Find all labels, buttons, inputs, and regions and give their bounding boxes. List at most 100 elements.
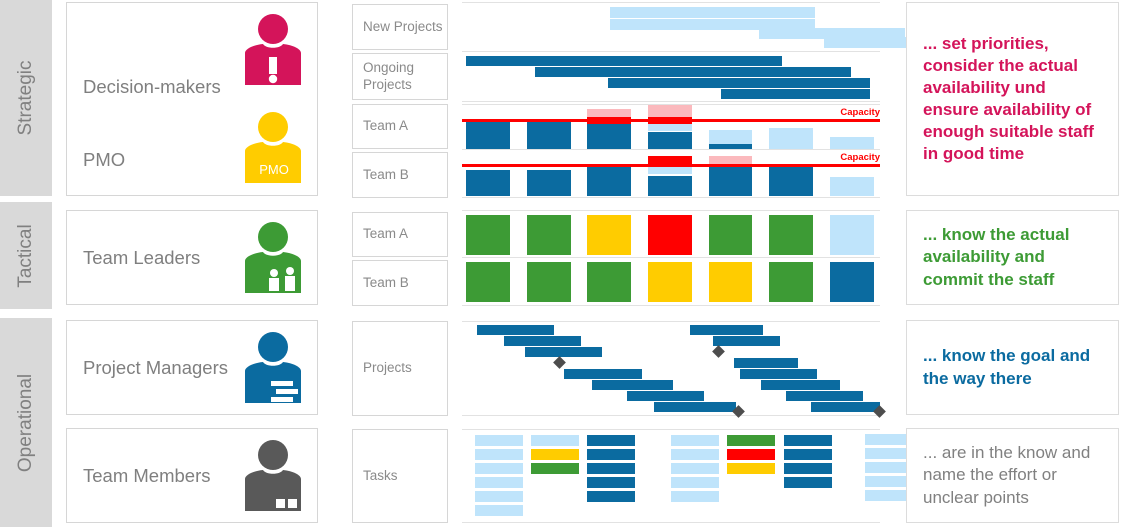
person-gantt-icon — [245, 331, 301, 403]
status-cell — [708, 262, 753, 302]
level-bar-strategic: Strategic — [0, 0, 52, 196]
capacity-committed-bar — [769, 166, 814, 196]
gantt-bar — [758, 28, 906, 39]
milestone-diamond — [711, 345, 725, 358]
rowlabel-team-a-status: Team A — [352, 212, 448, 257]
gantt-bar — [466, 56, 782, 66]
gantt-bar — [608, 78, 870, 88]
gantt-bar — [610, 7, 816, 18]
task-card[interactable] — [474, 463, 523, 474]
capacity-committed-bar — [648, 176, 692, 196]
task-card[interactable] — [671, 435, 720, 446]
capacity-line-label: Capacity — [840, 107, 880, 118]
level-label-strategic: Strategic — [15, 60, 36, 136]
task-card[interactable] — [587, 435, 636, 446]
capacity-planned-bar — [769, 128, 814, 149]
task-card[interactable] — [474, 491, 523, 502]
level-label-tactical: Tactical — [15, 223, 36, 288]
rowlabel-text: Team A — [363, 226, 409, 242]
task-card[interactable] — [530, 435, 580, 446]
task-card[interactable] — [530, 449, 580, 460]
role-box-strategic[interactable]: Decision-makers PMO PMO — [66, 2, 318, 196]
gantt-bar — [610, 19, 816, 30]
rowlabel-ongoing-projects: Ongoing Projects — [352, 53, 448, 100]
task-card[interactable] — [671, 477, 720, 488]
task-card[interactable] — [783, 449, 832, 460]
task-card[interactable] — [865, 462, 914, 473]
rowlabel-text: Ongoing Projects — [363, 60, 415, 92]
task-card[interactable] — [474, 449, 523, 460]
level-bar-operational: Operational — [0, 318, 52, 527]
capacity-planned-bar — [829, 177, 874, 196]
task-card[interactable] — [727, 463, 776, 474]
level-label-operational: Operational — [15, 373, 36, 472]
capacity-committed-bar — [587, 124, 632, 149]
task-card[interactable] — [865, 448, 914, 459]
rowlabel-text: Team B — [363, 274, 409, 290]
pmo-badge-text: PMO — [259, 162, 289, 177]
task-card[interactable] — [474, 435, 523, 446]
status-cell — [466, 215, 511, 255]
rowlabel-projects: Projects — [352, 321, 448, 416]
gantt-bar — [712, 336, 780, 346]
rowlabel-text: Team A — [363, 118, 409, 134]
chart-projects-gantt — [462, 321, 886, 418]
role-box-project-managers[interactable]: Project Managers — [66, 320, 318, 415]
task-card[interactable] — [783, 435, 832, 446]
task-card[interactable] — [671, 491, 720, 502]
capacity-line — [462, 119, 880, 122]
capacity-line-label: Capacity — [840, 152, 880, 163]
status-cell — [829, 262, 874, 302]
role-box-team-leaders[interactable]: Team Leaders — [66, 210, 318, 305]
task-card[interactable] — [587, 477, 636, 488]
task-card[interactable] — [530, 463, 580, 474]
capacity-committed-bar — [466, 121, 511, 149]
role-box-team-members[interactable]: Team Members — [66, 428, 318, 523]
milestone-diamond — [552, 356, 566, 369]
role-label-project-managers: Project Managers — [83, 356, 228, 378]
chart-team-a-status — [462, 210, 880, 258]
task-card[interactable] — [474, 477, 523, 488]
capacity-over-bar — [648, 156, 692, 164]
capacity-forecast-bar — [708, 156, 753, 164]
gantt-bar — [689, 325, 763, 335]
note-text: ... know the actual availability and com… — [923, 225, 1070, 289]
task-card[interactable] — [865, 434, 914, 445]
task-card[interactable] — [727, 449, 776, 460]
task-card[interactable] — [865, 490, 914, 501]
task-card[interactable] — [671, 449, 720, 460]
task-card[interactable] — [587, 463, 636, 474]
rowlabel-text: New Projects — [363, 18, 443, 34]
status-cell — [829, 215, 874, 255]
task-card[interactable] — [727, 435, 776, 446]
task-card[interactable] — [474, 505, 523, 516]
chart-tasks-board — [462, 429, 880, 523]
task-card[interactable] — [587, 491, 636, 502]
gantt-bar — [627, 391, 705, 401]
capacity-committed-bar — [587, 166, 632, 196]
task-card[interactable] — [783, 477, 832, 488]
task-card[interactable] — [587, 449, 636, 460]
note-tactical: ... know the actual availability and com… — [906, 210, 1119, 305]
capacity-committed-bar — [648, 132, 692, 149]
note-text: ... are in the know and name the effort … — [923, 443, 1091, 507]
capacity-committed-bar — [466, 170, 511, 196]
capacity-line — [462, 164, 880, 167]
status-cell — [769, 262, 814, 302]
capacity-committed-bar — [526, 170, 571, 196]
role-label-pmo: PMO — [83, 149, 126, 170]
task-card[interactable] — [865, 476, 914, 487]
rowlabel-new-projects: New Projects — [352, 4, 448, 50]
task-card[interactable] — [783, 463, 832, 474]
level-bar-tactical: Tactical — [0, 202, 52, 309]
capacity-committed-bar — [708, 144, 753, 149]
chart-team-a-capacity: Capacity — [462, 104, 880, 150]
person-team-icon — [245, 221, 301, 293]
status-cell — [587, 262, 632, 302]
note-text: ... know the goal and the way there — [923, 346, 1091, 388]
rowlabel-text: Tasks — [363, 467, 398, 483]
capacity-forecast-bar — [587, 109, 632, 117]
gantt-bar — [503, 336, 582, 346]
task-card[interactable] — [671, 463, 720, 474]
